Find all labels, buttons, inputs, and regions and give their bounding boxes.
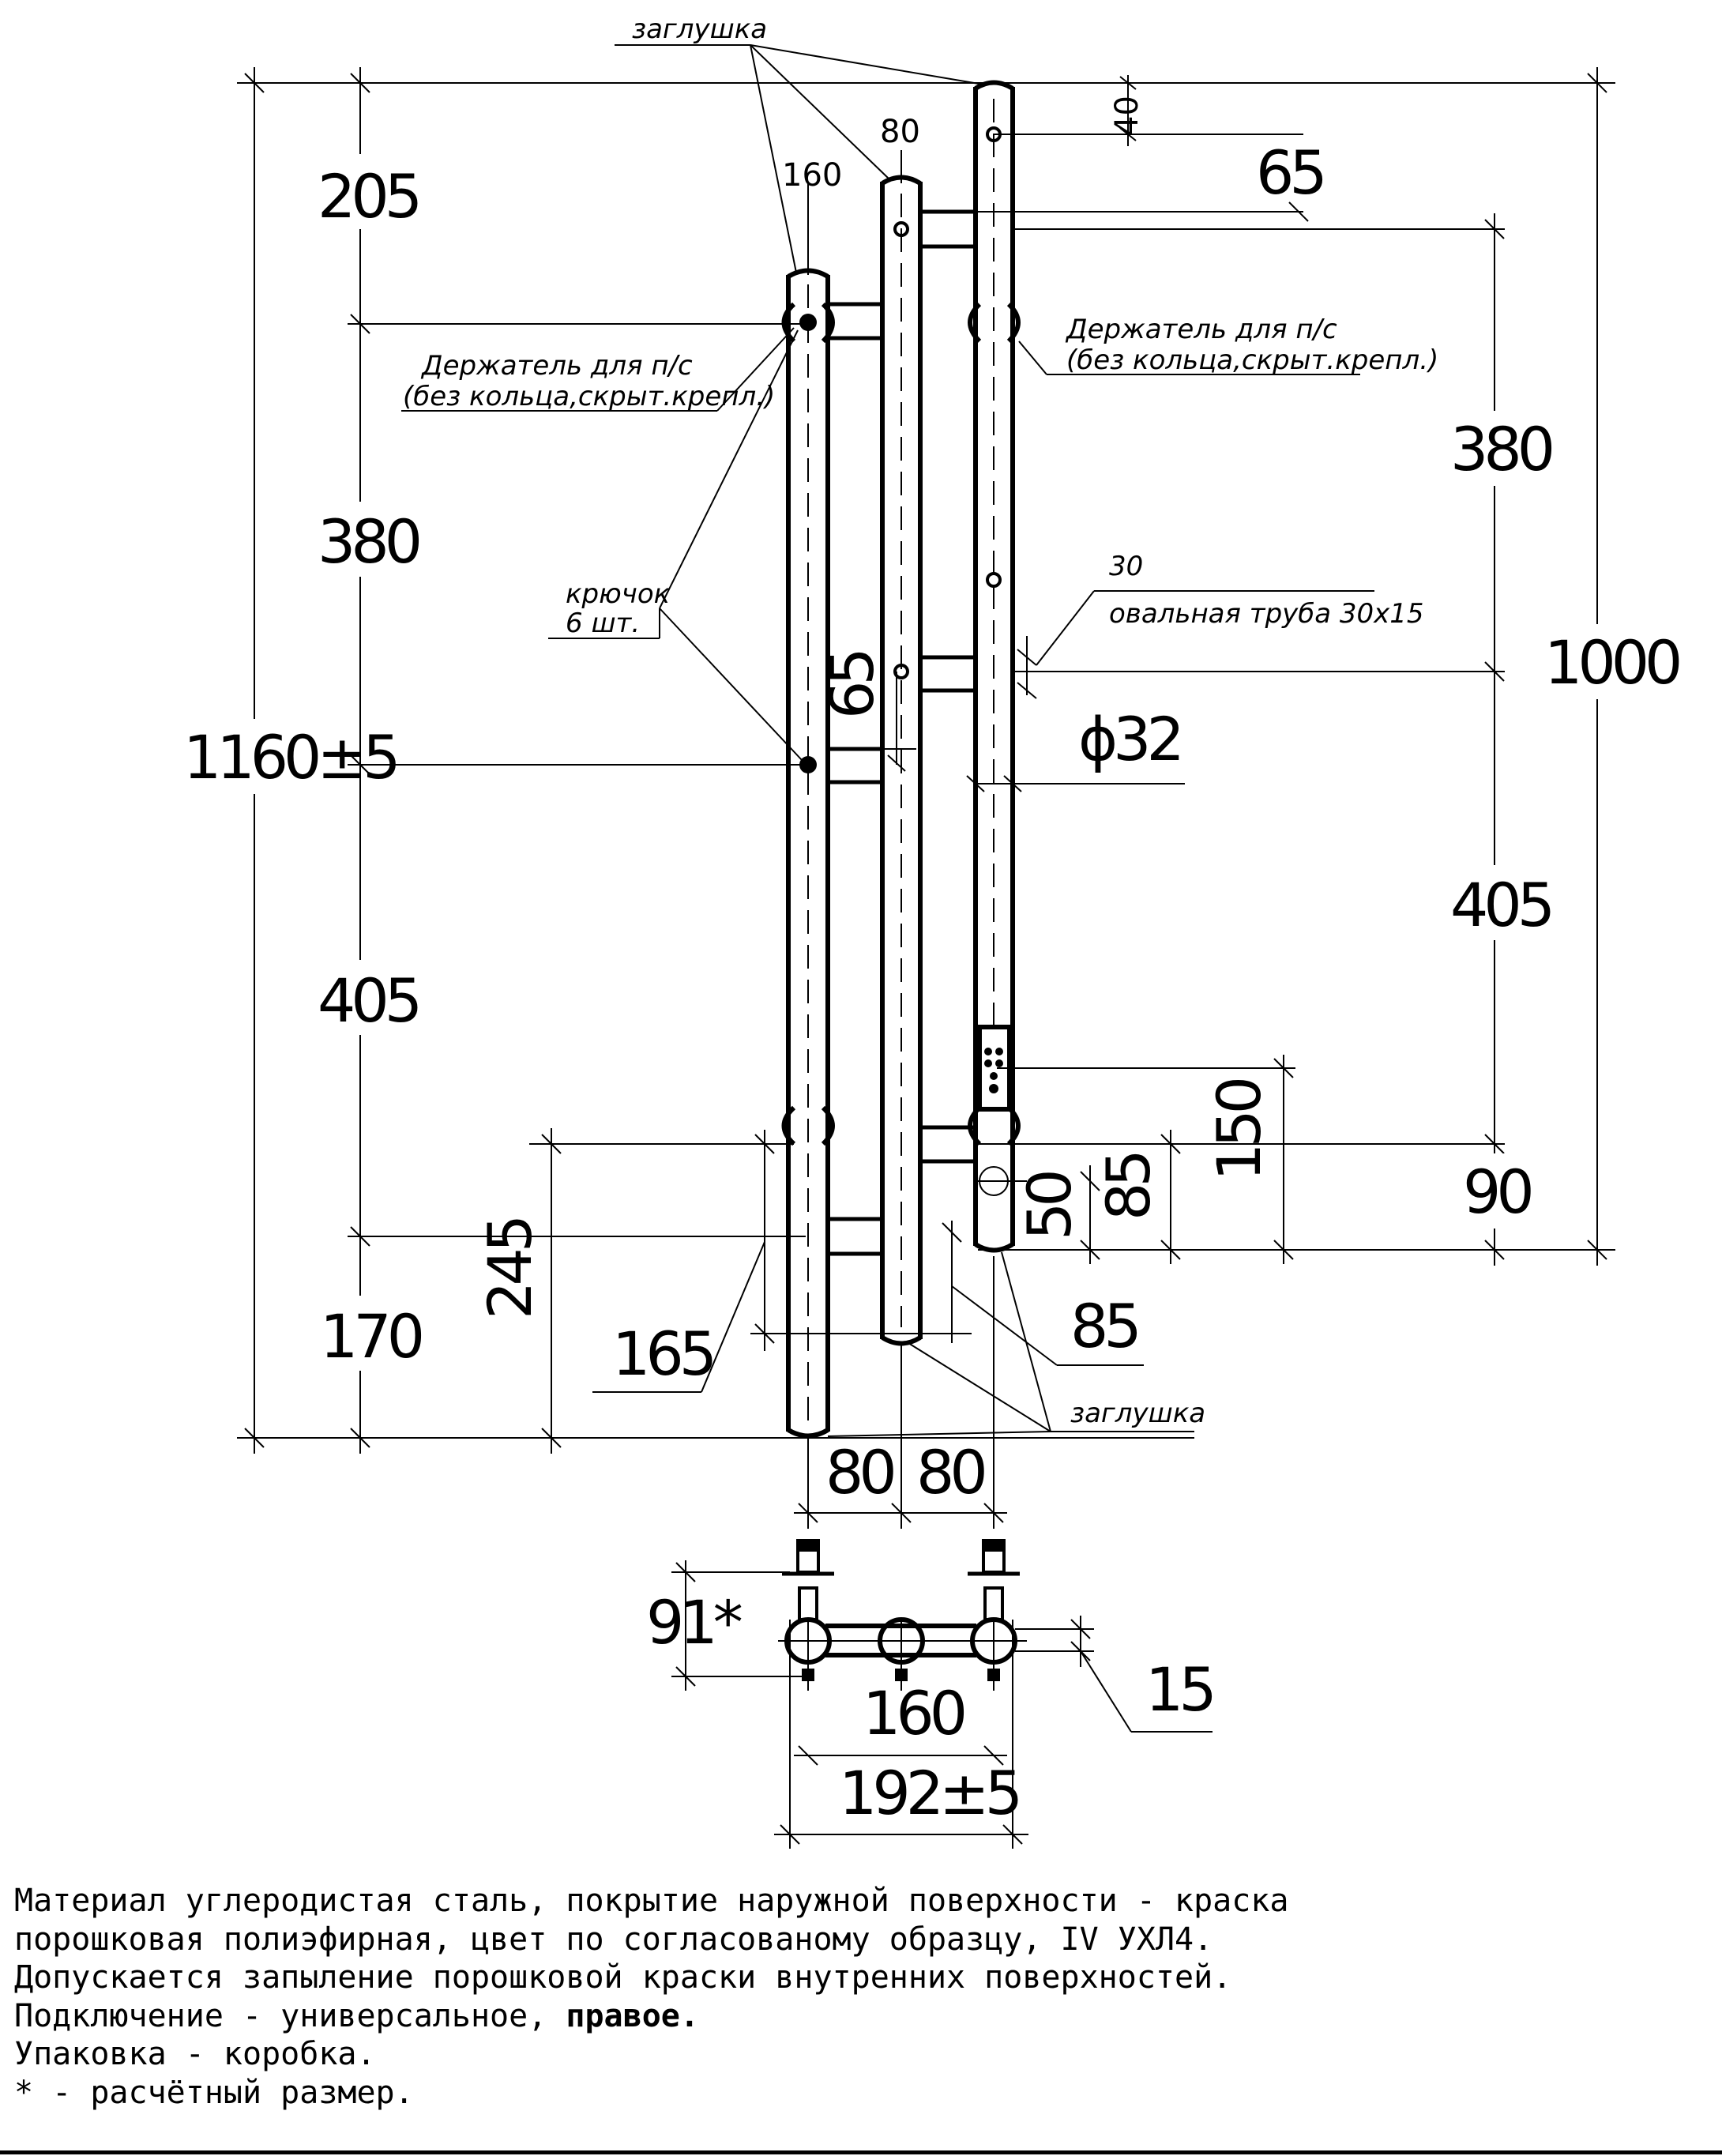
dim-192: 192±5 xyxy=(839,1758,1018,1828)
dim-80-b: 80 xyxy=(916,1437,984,1507)
dim-150: 150 xyxy=(1204,1079,1274,1181)
dim-phi-32: ϕ32 xyxy=(1078,704,1180,774)
note-line-4-prefix: Подключение - универсальное, xyxy=(14,1997,566,2034)
dim-65-top: 65 xyxy=(1256,137,1323,208)
dimension-texts-left: 205 380 405 170 1160±5 xyxy=(182,154,427,1371)
note-line-6: * - расчётный размер. xyxy=(14,2074,414,2111)
bottom-dimensions: 245 165 85 xyxy=(475,1128,1144,1454)
label-plug-top: заглушка xyxy=(632,13,767,45)
label-plug-bottom: заглушка xyxy=(1070,1398,1205,1429)
dim-90: 90 xyxy=(1463,1157,1531,1227)
label-holder-right-1: Держатель для п/с xyxy=(1065,314,1337,345)
dim-40: 40 xyxy=(1109,96,1145,136)
notes-block: Материал углеродистая сталь, покрытие на… xyxy=(14,1882,1705,2112)
label-holder-left-2: (без кольца,скрыт.крепл.) xyxy=(403,381,775,412)
dim-165: 165 xyxy=(612,1319,712,1389)
dim-245: 245 xyxy=(475,1219,545,1319)
holder-right-callout: Держатель для п/с (без кольца,скрыт.креп… xyxy=(1018,314,1438,376)
label-hook-1: крючок xyxy=(566,578,671,610)
plug-bottom-callout: заглушка xyxy=(827,1251,1205,1437)
label-oval-pipe: овальная труба 30х15 xyxy=(1109,598,1424,630)
dim-160-top: 160 xyxy=(782,157,842,194)
middle-pipe xyxy=(880,175,923,1346)
note-line-3: Допускается запыление порошковой краски … xyxy=(14,1959,1232,1996)
note-line-5: Упаковка - коробка. xyxy=(14,2036,376,2072)
dim-380-right: 380 xyxy=(1450,414,1552,484)
dim-170: 170 xyxy=(320,1301,422,1371)
dim-85-bottom: 85 xyxy=(1070,1291,1137,1361)
left-pipe xyxy=(786,268,830,1439)
pitch-dimensions: 80 80 xyxy=(794,1256,1007,1529)
oval-pipe-callout: 30 овальная труба 30х15 ϕ32 xyxy=(966,551,1424,792)
holders xyxy=(781,302,1021,1146)
dim-405-left: 405 xyxy=(318,965,418,1036)
dim-1160: 1160±5 xyxy=(183,722,396,792)
label-hook-2: 6 шт. xyxy=(566,608,640,639)
label-oval-size: 30 xyxy=(1109,551,1143,582)
dim-1000: 1000 xyxy=(1544,627,1679,698)
dim-80-top: 80 xyxy=(880,114,920,150)
note-line-1: Материал углеродистая сталь, покрытие на… xyxy=(14,1883,1289,1919)
dim-205: 205 xyxy=(318,161,418,231)
label-holder-right-2: (без кольца,скрыт.крепл.) xyxy=(1066,344,1438,376)
dim-380-left: 380 xyxy=(318,506,419,577)
note-line-4-bold: правое. xyxy=(566,1997,699,2034)
frame-bottom-border xyxy=(0,2150,1722,2154)
holder-left-callout: Держатель для п/с (без кольца,скрыт.креп… xyxy=(401,327,795,412)
label-holder-left-1: Держатель для п/с xyxy=(420,350,693,382)
dim-160-bottom: 160 xyxy=(863,1678,964,1748)
dim-80-a: 80 xyxy=(825,1437,893,1507)
dim-65-mid-group: 65 xyxy=(817,652,916,772)
hook-callout: крючок 6 шт. xyxy=(548,329,803,761)
dim-405-right: 405 xyxy=(1450,870,1551,940)
left-dimensions xyxy=(237,67,1615,1454)
note-line-2: порошковая полиэфирная, цвет по согласов… xyxy=(14,1921,1213,1958)
top-labels: заглушка 160 80 xyxy=(615,13,984,275)
right-dimensions: 40 65 380 405 90 1000 150 xyxy=(920,67,1684,1266)
towel-dryer-drawing: 205 380 405 170 1160±5 заглушка 160 80 4… xyxy=(182,13,1684,1849)
dim-15: 15 xyxy=(1145,1654,1213,1725)
right-pipe xyxy=(973,80,1015,1253)
dim-50: 50 xyxy=(1014,1172,1085,1240)
dim-91: 91* xyxy=(646,1587,742,1657)
dim-85-right: 85 xyxy=(1093,1153,1164,1221)
dim-65-mid: 65 xyxy=(817,652,887,719)
plan-view: 91* 15 160 192±5 xyxy=(646,1539,1217,1849)
